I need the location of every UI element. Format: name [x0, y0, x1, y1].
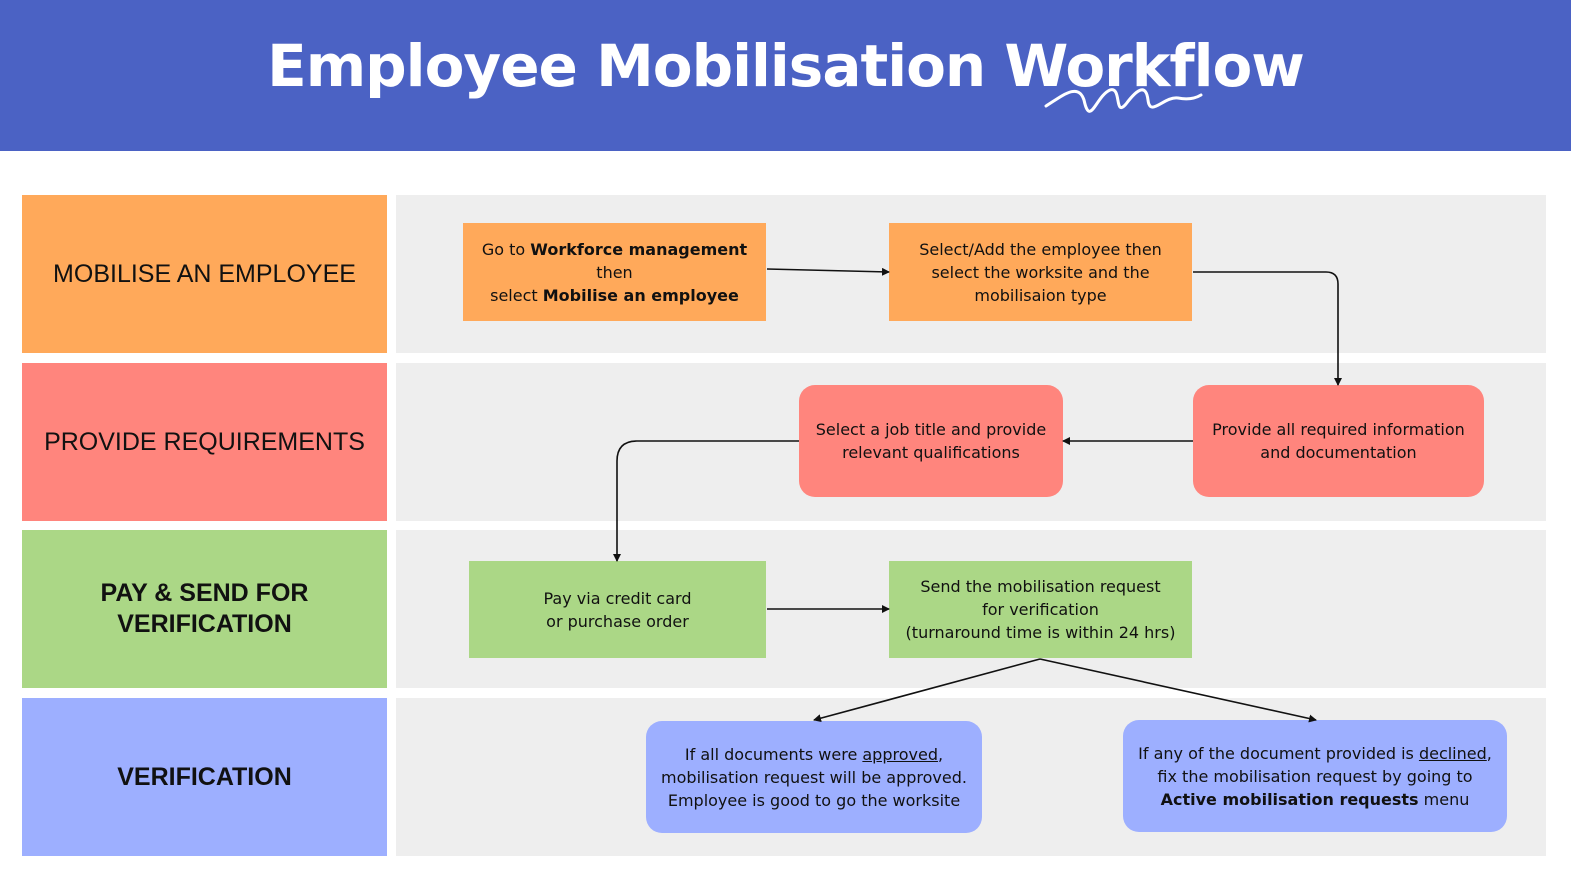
lane-label-text: PAY & SEND FOR VERIFICATION: [100, 579, 309, 638]
step-text: Go to Workforce management then select M…: [469, 238, 760, 307]
step-text: If any of the document provided is decli…: [1138, 742, 1492, 811]
step-pay: Pay via credit card or purchase order: [469, 561, 766, 658]
step-text-part: Active mobilisation requests: [1160, 789, 1419, 809]
step-select-job: Select a job title and provide relevant …: [799, 385, 1063, 497]
step-send-request: Send the mobilisation request for verifi…: [889, 561, 1192, 658]
arrow-job-to-pay: [613, 440, 799, 562]
step-text-part: Go to: [481, 239, 531, 259]
step-text-part: Select a job title and provide relevant …: [815, 420, 1047, 462]
arrow-workforce-to-select: [766, 267, 890, 276]
step-text-part: approved: [862, 744, 938, 764]
lane-label-text: VERIFICATION: [117, 762, 292, 791]
header-banner: Employee Mobilisation Workflow: [0, 0, 1571, 151]
step-text: Send the mobilisation request for verifi…: [906, 575, 1176, 644]
step-text-part: , mobilisation request will be approved.…: [661, 744, 967, 810]
step-go-to-workforce: Go to Workforce management then select M…: [463, 223, 766, 321]
arrow-send-to-approved: [813, 658, 1041, 723]
title-underline-squiggle: [1044, 88, 1203, 113]
lane-label-verification: VERIFICATION: [22, 698, 387, 856]
step-text-part: Select/Add the employee then select the …: [919, 239, 1162, 305]
step-select-employee: Select/Add the employee then select the …: [889, 223, 1192, 321]
step-text-part: menu: [1418, 789, 1470, 809]
step-approved: If all documents were approved, mobilisa…: [646, 721, 982, 833]
step-declined: If any of the document provided is decli…: [1123, 720, 1507, 832]
lane-label-requirements: PROVIDE REQUIREMENTS: [22, 363, 387, 521]
lane-label-text: MOBILISE AN EMPLOYEE: [53, 259, 356, 288]
page-title: Employee Mobilisation Workflow: [267, 32, 1305, 100]
step-text-part: then select: [490, 262, 633, 305]
step-text-part: Pay via credit card or purchase order: [543, 588, 692, 631]
step-text-part: , fix the mobilisation request by going …: [1157, 743, 1492, 786]
step-text-part: Send the mobilisation request for verifi…: [905, 577, 1176, 642]
lane-label-text: PROVIDE REQUIREMENTS: [44, 427, 365, 456]
step-text: Provide all required information and doc…: [1212, 418, 1465, 464]
step-text: Select a job title and provide relevant …: [816, 418, 1046, 464]
step-provide-info: Provide all required information and doc…: [1193, 385, 1484, 497]
arrow-send-to-declined: [1039, 658, 1317, 723]
lane-label-pay: PAY & SEND FOR VERIFICATION: [22, 530, 387, 688]
step-text-part: If all documents were: [684, 744, 863, 764]
step-text-part: Workforce management: [530, 239, 748, 259]
step-text: Select/Add the employee then select the …: [919, 238, 1162, 307]
lane-label-mobilise: MOBILISE AN EMPLOYEE: [22, 195, 387, 353]
step-text-part: declined: [1418, 743, 1487, 763]
step-text-part: Provide all required information and doc…: [1212, 420, 1465, 462]
step-text-part: Mobilise an employee: [542, 285, 739, 305]
step-text-part: If any of the document provided is: [1138, 743, 1419, 763]
step-text: If all documents were approved, mobilisa…: [661, 743, 967, 812]
step-text: Pay via credit card or purchase order: [544, 587, 692, 633]
arrow-select-to-provide: [1193, 271, 1342, 386]
